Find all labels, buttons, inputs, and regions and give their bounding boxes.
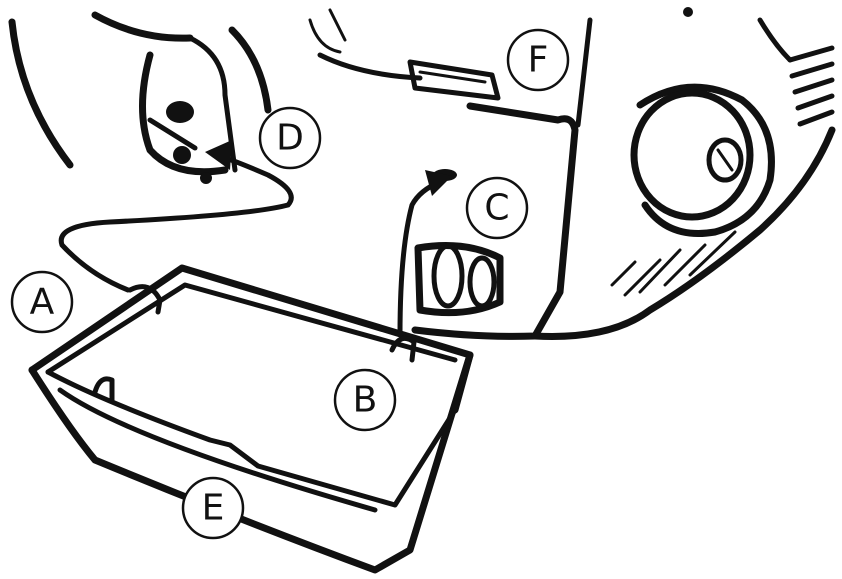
accessory-box bbox=[28, 264, 474, 574]
arrow-b-to-c bbox=[397, 179, 443, 338]
arrowhead-d-icon bbox=[205, 140, 232, 170]
label-d: D bbox=[258, 106, 322, 170]
label-a: A bbox=[10, 270, 74, 334]
arrows bbox=[58, 140, 452, 338]
label-f: F bbox=[506, 28, 570, 92]
label-d-text: D bbox=[276, 118, 304, 159]
label-a-text: A bbox=[30, 282, 55, 323]
cable-arrow-a-to-d bbox=[58, 155, 294, 293]
label-c: C bbox=[465, 176, 529, 240]
arrowhead-c-icon bbox=[425, 170, 452, 196]
label-b-text: B bbox=[353, 380, 378, 421]
label-f-text: F bbox=[528, 40, 549, 81]
machine-body bbox=[8, 7, 836, 340]
label-c-text: C bbox=[484, 188, 509, 229]
label-b: B bbox=[333, 368, 397, 432]
label-e: E bbox=[181, 476, 245, 540]
label-e-text: E bbox=[202, 488, 225, 529]
